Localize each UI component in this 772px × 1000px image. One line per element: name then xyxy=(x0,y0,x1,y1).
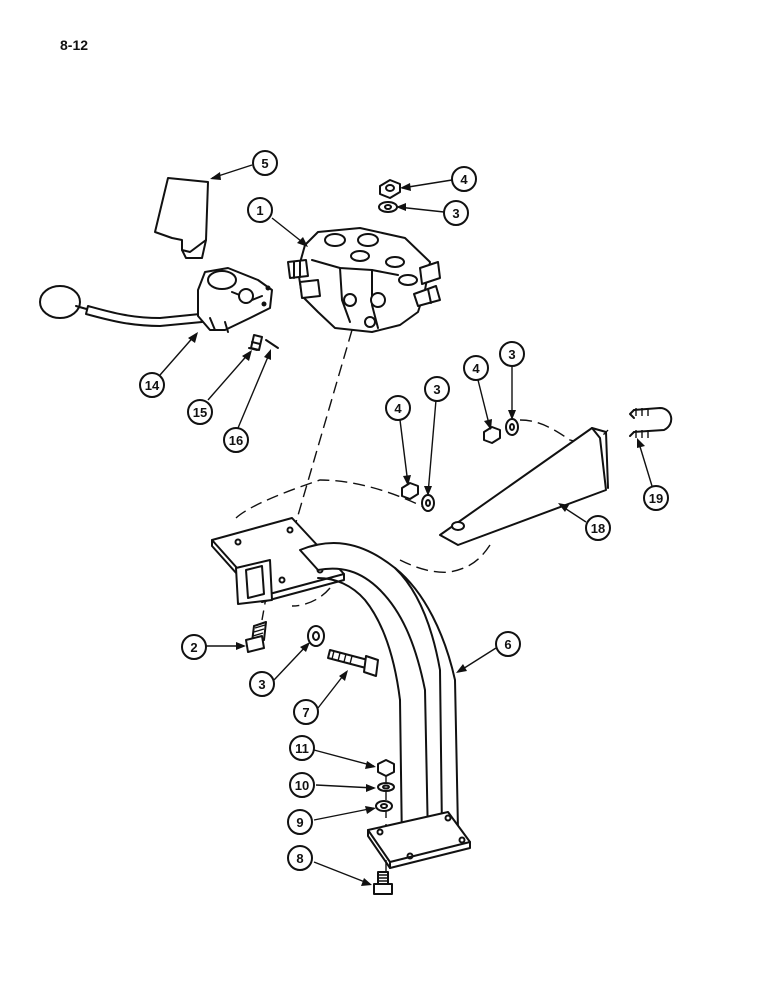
callout-label: 18 xyxy=(591,521,605,536)
part-washer-pedestal xyxy=(307,625,325,647)
callout-3-brace-lower: 3 xyxy=(424,376,450,402)
callout-8: 8 xyxy=(287,845,313,871)
part-washer-10 xyxy=(377,782,395,792)
callout-9: 9 xyxy=(287,809,313,835)
callout-3-pedestal: 3 xyxy=(249,671,275,697)
part-washer-9 xyxy=(375,800,393,812)
part-cap-screw xyxy=(327,649,379,677)
callout-label: 19 xyxy=(649,491,663,506)
part-washer-top xyxy=(378,201,398,213)
callout-label: 6 xyxy=(504,637,511,652)
callout-10: 10 xyxy=(289,772,315,798)
callout-label: 14 xyxy=(145,378,160,393)
callout-label: 3 xyxy=(258,677,265,692)
callout-3-top: 3 xyxy=(443,200,469,226)
callout-label: 2 xyxy=(190,640,197,655)
callout-label: 7 xyxy=(302,705,309,720)
leader-lines xyxy=(159,164,653,886)
callout-label: 16 xyxy=(229,433,243,448)
part-nut-11 xyxy=(377,759,395,777)
part-screw-15 xyxy=(248,334,263,351)
part-control-valve xyxy=(287,227,441,333)
part-washer-brace-upper xyxy=(505,418,519,436)
part-washer-brace-lower xyxy=(421,494,435,512)
callout-1: 1 xyxy=(247,197,273,223)
callout-16: 16 xyxy=(223,427,249,453)
part-bolt-2 xyxy=(245,621,267,653)
callout-label: 8 xyxy=(296,851,303,866)
page-number: 8-12 xyxy=(60,37,89,53)
callout-4-top: 4 xyxy=(451,166,477,192)
callout-4-brace-upper: 4 xyxy=(463,355,489,381)
callout-label: 11 xyxy=(295,741,309,756)
callout-2: 2 xyxy=(181,634,207,660)
callout-label: 10 xyxy=(295,778,309,793)
callout-label: 1 xyxy=(256,203,263,218)
part-nut-top xyxy=(379,179,401,199)
part-shield-plate xyxy=(154,177,209,259)
callout-label: 5 xyxy=(261,156,268,171)
callout-19: 19 xyxy=(643,485,669,511)
callout-label: 3 xyxy=(452,206,459,221)
part-control-lever xyxy=(39,267,273,333)
callout-18: 18 xyxy=(585,515,611,541)
callout-6: 6 xyxy=(495,631,521,657)
part-nut-brace-lower xyxy=(401,482,419,500)
callout-label: 4 xyxy=(472,361,480,376)
callout-label: 4 xyxy=(460,172,468,187)
callout-label: 9 xyxy=(296,815,303,830)
callout-label: 3 xyxy=(433,382,440,397)
callout-5: 5 xyxy=(252,150,278,176)
callout-11: 11 xyxy=(289,735,315,761)
part-bolt-8 xyxy=(373,871,393,895)
callout-label: 15 xyxy=(193,405,207,420)
callout-14: 14 xyxy=(139,372,165,398)
callout-7: 7 xyxy=(293,699,319,725)
callout-4-brace-lower: 4 xyxy=(385,395,411,421)
part-pin-16 xyxy=(265,339,279,349)
callout-label: 4 xyxy=(394,401,402,416)
callout-label: 3 xyxy=(508,347,515,362)
part-support-pedestal xyxy=(211,517,471,869)
callout-15: 15 xyxy=(187,399,213,425)
part-u-bolt xyxy=(629,407,673,438)
callout-3-brace-upper: 3 xyxy=(499,341,525,367)
part-brace xyxy=(439,427,609,546)
part-nut-brace-upper xyxy=(483,426,501,444)
